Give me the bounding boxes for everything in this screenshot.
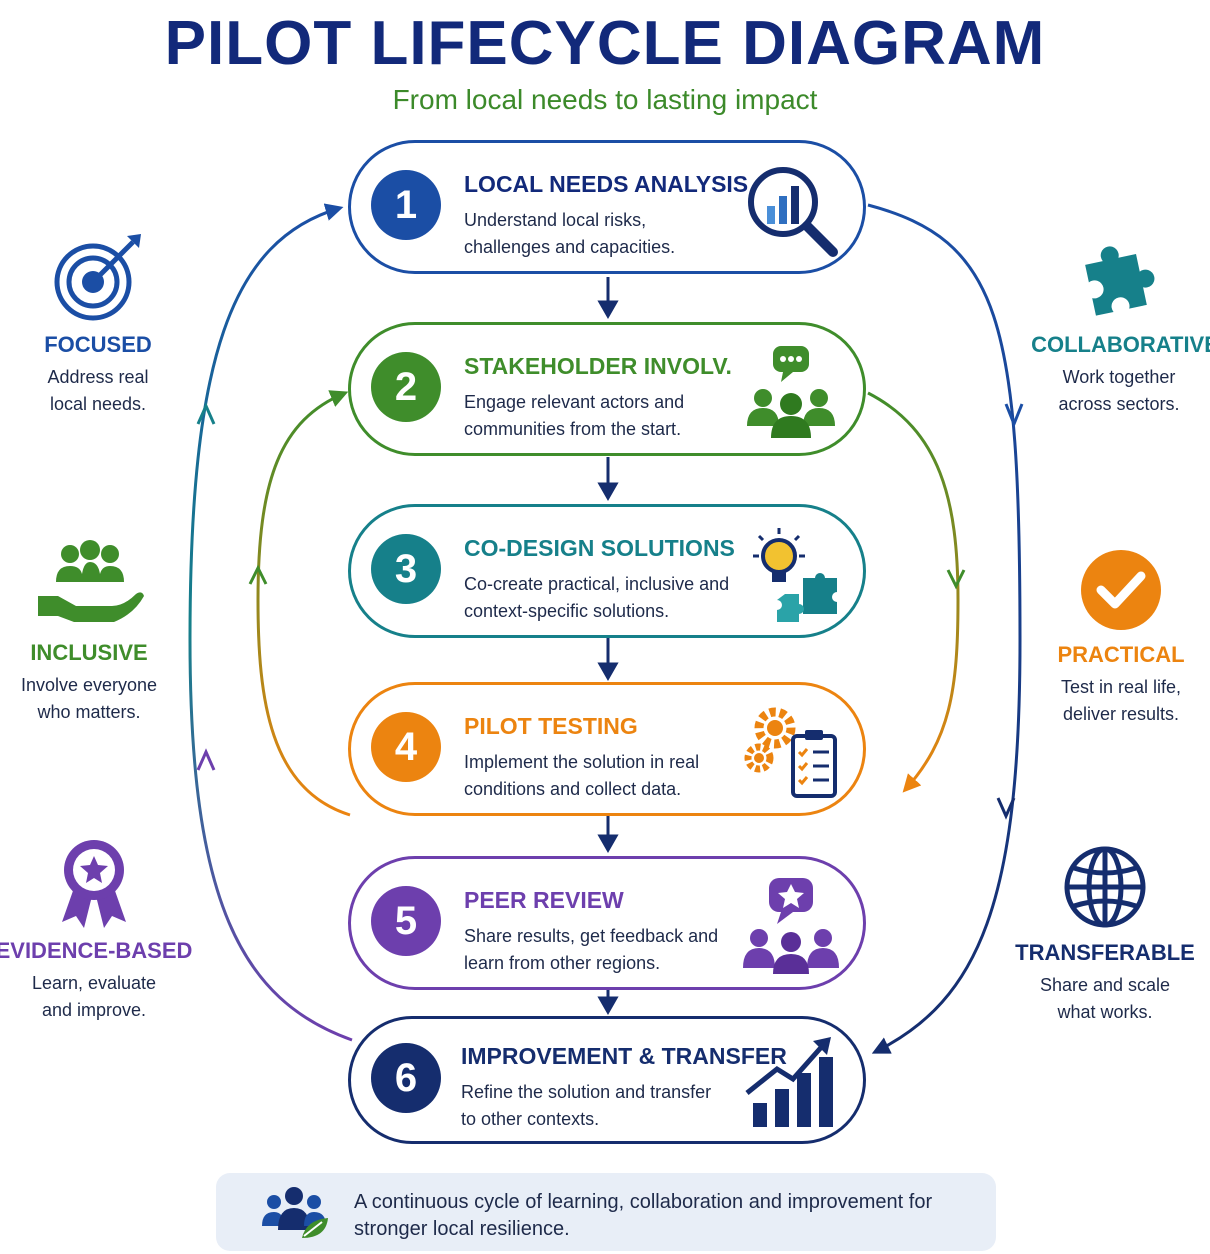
lightbulb-puzzle-icon: [753, 528, 837, 622]
step-3-title: CO-DESIGN SOLUTIONS: [464, 535, 735, 561]
globe-icon: [1064, 846, 1146, 928]
step-1-title: LOCAL NEEDS ANALYSIS: [464, 171, 749, 197]
principle-practical: PRACTICAL Test in real life, deliver res…: [1006, 548, 1210, 728]
step-5-description: Share results, get feedback and learn fr…: [464, 926, 719, 973]
puzzle-icon: [1085, 246, 1155, 316]
principle-focused-title: FOCUSED: [44, 332, 152, 357]
hand-people-icon: [38, 540, 144, 622]
step-5-number: 5: [371, 886, 441, 956]
people-leaf-icon: [262, 1187, 328, 1238]
principle-focused-desc: Address real local needs.: [47, 367, 149, 414]
step-5-title: PEER REVIEW: [464, 887, 624, 913]
step-1-card: 1 LOCAL NEEDS ANALYSIS Understand local …: [348, 140, 866, 274]
step-3-card: 3 CO-DESIGN SOLUTIONS Co-create practica…: [348, 504, 866, 638]
target-icon: [54, 234, 141, 321]
footer-text: A continuous cycle of learning, collabor…: [354, 1191, 933, 1240]
step-2-description: Engage relevant actors and communities f…: [464, 392, 685, 439]
principle-inclusive: INCLUSIVE Involve everyone who matters.: [0, 540, 204, 726]
principle-inclusive-title: INCLUSIVE: [30, 640, 148, 665]
people-star-icon: [743, 878, 839, 974]
gears-checklist-icon: [744, 707, 837, 798]
principle-evidence-based: EVIDENCE-BASED Learn, evaluate and impro…: [0, 836, 209, 1024]
principle-collaborative-desc: Work together across sectors.: [1058, 367, 1180, 414]
step-6-description: Refine the solution and transfer to othe…: [461, 1082, 712, 1129]
step-4-number: 4: [371, 712, 441, 782]
step-5-card: 5 PEER REVIEW Share results, get feedbac…: [348, 856, 866, 990]
principle-transferable-title: TRANSFERABLE: [1015, 940, 1195, 965]
step-1-description: Understand local risks, challenges and c…: [464, 210, 676, 257]
principle-evidence-desc: Learn, evaluate and improve.: [31, 973, 157, 1020]
people-speech-icon: [747, 346, 835, 438]
principle-collaborative-title: COLLABORATIVE: [1031, 332, 1210, 357]
principle-collaborative: COLLABORATIVE Work together across secto…: [1004, 228, 1210, 418]
step-1-number: 1: [371, 170, 441, 240]
step-3-number: 3: [371, 534, 441, 604]
step-4-title: PILOT TESTING: [464, 713, 638, 739]
page-subtitle: From local needs to lasting impact: [392, 84, 818, 115]
principle-transferable: TRANSFERABLE Share and scale what works.: [990, 844, 1210, 1026]
principle-practical-title: PRACTICAL: [1057, 642, 1185, 667]
principle-focused: FOCUSED Address real local needs.: [0, 232, 213, 418]
growth-chart-icon: [745, 1037, 833, 1127]
step-6-card: 6 IMPROVEMENT & TRANSFER Refine the solu…: [348, 1016, 866, 1144]
principle-inclusive-desc: Involve everyone who matters.: [20, 675, 158, 722]
step-4-card: 4 PILOT TESTING Implement the solution i…: [348, 682, 866, 816]
step-6-number: 6: [371, 1043, 441, 1113]
step-2-card: 2 STAKEHOLDER INVOLV. Engage relevant ac…: [348, 322, 866, 456]
page-title: PILOT LIFECYCLE DIAGRAM: [164, 9, 1046, 78]
principle-practical-desc: Test in real life, deliver results.: [1060, 677, 1182, 724]
footer-banner: A continuous cycle of learning, collabor…: [216, 1173, 996, 1251]
award-ribbon-icon: [62, 840, 126, 928]
principle-evidence-title: EVIDENCE-BASED: [0, 938, 193, 963]
step-6-title: IMPROVEMENT & TRANSFER: [461, 1043, 787, 1069]
checkmark-icon: [1081, 550, 1161, 630]
principle-transferable-desc: Share and scale what works.: [1039, 975, 1171, 1022]
step-4-description: Implement the solution in real condition…: [464, 752, 700, 799]
step-2-number: 2: [371, 352, 441, 422]
step-2-title: STAKEHOLDER INVOLV.: [464, 353, 732, 379]
step-3-description: Co-create practical, inclusive and conte…: [464, 574, 730, 621]
magnifier-chart-icon: [748, 167, 838, 257]
